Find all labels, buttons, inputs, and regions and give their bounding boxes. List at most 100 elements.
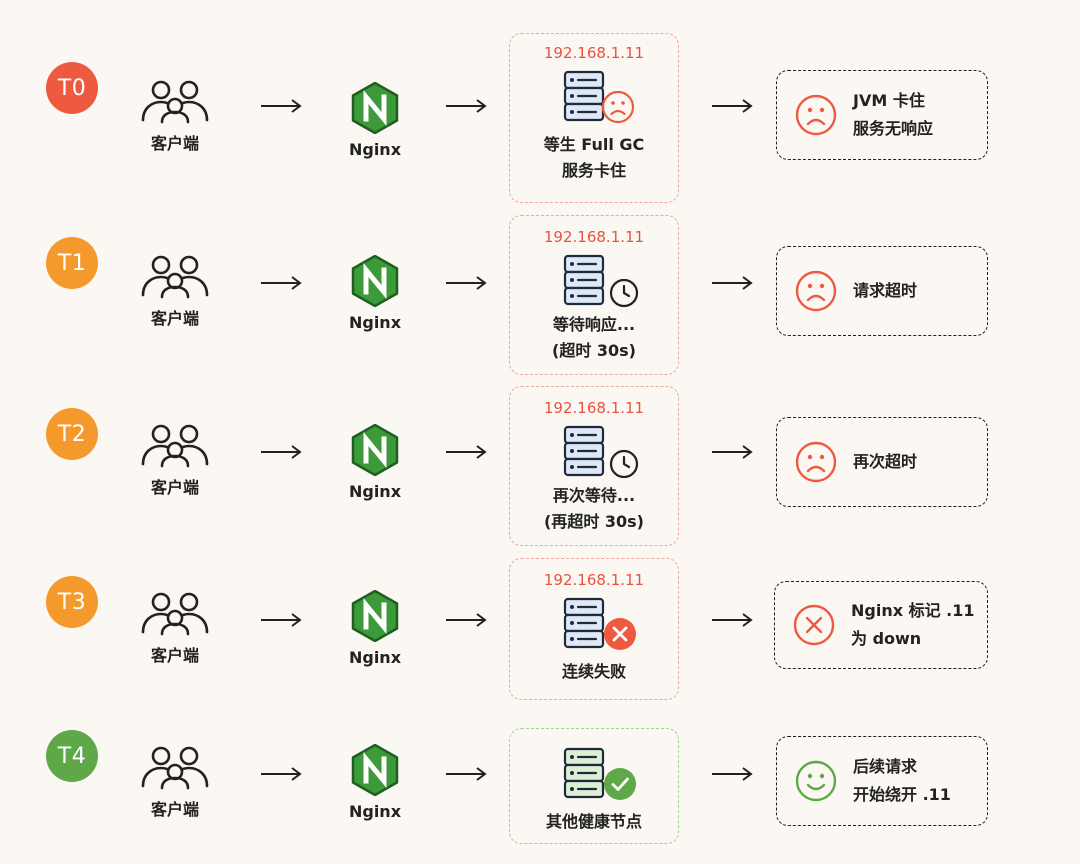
users-icon — [141, 424, 209, 468]
server-card: 192.168.1.11 再次等待... (再超时 30s) — [509, 386, 679, 546]
nginx-logo-icon — [350, 590, 400, 642]
step-badge-t1: T1 — [46, 237, 98, 289]
server-icon — [563, 70, 605, 122]
result-line1: 后续请求 — [853, 757, 918, 776]
nginx-node: Nginx — [330, 424, 420, 501]
server-icon — [563, 425, 605, 477]
result-line1: 请求超时 — [853, 281, 918, 300]
server-card: 192.168.1.11 等生 Full GC 服务卡住 — [509, 33, 679, 203]
result-line2: 为 down — [851, 629, 922, 648]
step-badge-t3: T3 — [46, 576, 98, 628]
server-icon — [563, 254, 605, 306]
result-card: 再次超时 — [776, 417, 988, 507]
client-label: 客户端 — [150, 478, 199, 497]
sad-face-icon — [795, 94, 837, 136]
server-ip: 192.168.1.11 — [543, 228, 645, 246]
server-status-line2: (超时 30s) — [552, 341, 636, 360]
server-icon — [563, 747, 605, 799]
smile-face-icon — [795, 760, 837, 802]
server-icon — [563, 597, 605, 649]
client: 客户端 — [130, 590, 220, 666]
arrow-right-icon — [260, 276, 301, 290]
nginx-node: Nginx — [330, 255, 420, 332]
step-badge-t2: T2 — [46, 408, 98, 460]
server-status-line1: 等生 Full GC — [543, 135, 645, 154]
nginx-logo-icon — [350, 744, 400, 796]
users-icon — [141, 592, 209, 636]
server-visual — [549, 68, 639, 126]
step-badge-t0: T0 — [46, 62, 98, 114]
result-text: 请求超时 — [853, 277, 917, 305]
client: 客户端 — [130, 744, 220, 820]
arrow-right-icon — [711, 99, 752, 113]
arrow-right-icon — [711, 613, 752, 627]
arrow-right-icon — [445, 276, 486, 290]
result-line1: 再次超时 — [853, 452, 918, 471]
check-circle-icon — [604, 768, 636, 800]
arrow-right-icon — [260, 613, 301, 627]
result-card: JVM 卡住 服务无响应 — [776, 70, 988, 160]
arrow-right-icon — [260, 99, 301, 113]
server-ip: 192.168.1.11 — [543, 399, 645, 417]
server-visual — [549, 252, 639, 310]
nginx-node: Nginx — [330, 590, 420, 667]
result-text: JVM 卡住 服务无响应 — [853, 87, 933, 143]
arrow-right-icon — [260, 445, 301, 459]
users-icon — [141, 80, 209, 124]
client-label: 客户端 — [150, 646, 199, 665]
sad-face-icon — [601, 90, 635, 124]
server-card: 192.168.1.11 等待响应... (超时 30s) — [509, 215, 679, 375]
server-card: 192.168.1.11 连续失败 — [509, 558, 679, 700]
arrow-right-icon — [711, 445, 752, 459]
nginx-node: Nginx — [330, 82, 420, 159]
arrow-right-icon — [711, 276, 752, 290]
client: 客户端 — [130, 253, 220, 329]
client-label: 客户端 — [150, 134, 199, 153]
client: 客户端 — [130, 78, 220, 154]
nginx-logo-icon — [350, 255, 400, 307]
result-line2: 开始绕开 .11 — [853, 785, 951, 804]
client-label: 客户端 — [150, 309, 199, 328]
nginx-label: Nginx — [348, 482, 402, 501]
result-text: 再次超时 — [853, 448, 917, 476]
server-visual — [549, 745, 639, 803]
nginx-label: Nginx — [348, 140, 402, 159]
clock-icon — [609, 278, 639, 308]
arrow-right-icon — [445, 767, 486, 781]
clock-icon — [609, 449, 639, 479]
nginx-label: Nginx — [348, 648, 402, 667]
result-card: 后续请求 开始绕开 .11 — [776, 736, 988, 826]
arrow-right-icon — [445, 613, 486, 627]
result-line1: Nginx 标记 .11 — [851, 601, 975, 620]
arrow-right-icon — [445, 99, 486, 113]
result-card: 请求超时 — [776, 246, 988, 336]
client-label: 客户端 — [150, 800, 199, 819]
result-line1: JVM 卡住 — [853, 91, 925, 110]
server-status-line1: 等待响应... — [552, 315, 636, 334]
server-visual — [549, 595, 639, 653]
users-icon — [141, 746, 209, 790]
nginx-node: Nginx — [330, 744, 420, 821]
arrow-right-icon — [445, 445, 486, 459]
server-visual — [549, 423, 639, 481]
x-circle-icon — [793, 604, 835, 646]
client: 客户端 — [130, 422, 220, 498]
server-status-line2: 服务卡住 — [561, 161, 626, 180]
result-card: Nginx 标记 .11 为 down — [774, 581, 988, 669]
sad-face-icon — [795, 270, 837, 312]
server-ip: 192.168.1.11 — [543, 571, 645, 589]
result-line2: 服务无响应 — [853, 119, 934, 138]
users-icon — [141, 255, 209, 299]
nginx-logo-icon — [350, 424, 400, 476]
nginx-label: Nginx — [348, 313, 402, 332]
result-text: Nginx 标记 .11 为 down — [851, 597, 975, 653]
server-status-line1: 再次等待... — [552, 486, 636, 505]
arrow-right-icon — [260, 767, 301, 781]
server-card: 其他健康节点 — [509, 728, 679, 844]
error-x-icon — [604, 618, 636, 650]
server-status-line1: 其他健康节点 — [545, 812, 642, 831]
sad-face-icon — [795, 441, 837, 483]
arrow-right-icon — [711, 767, 752, 781]
server-status-line1: 连续失败 — [561, 662, 626, 681]
server-ip: 192.168.1.11 — [543, 44, 645, 62]
